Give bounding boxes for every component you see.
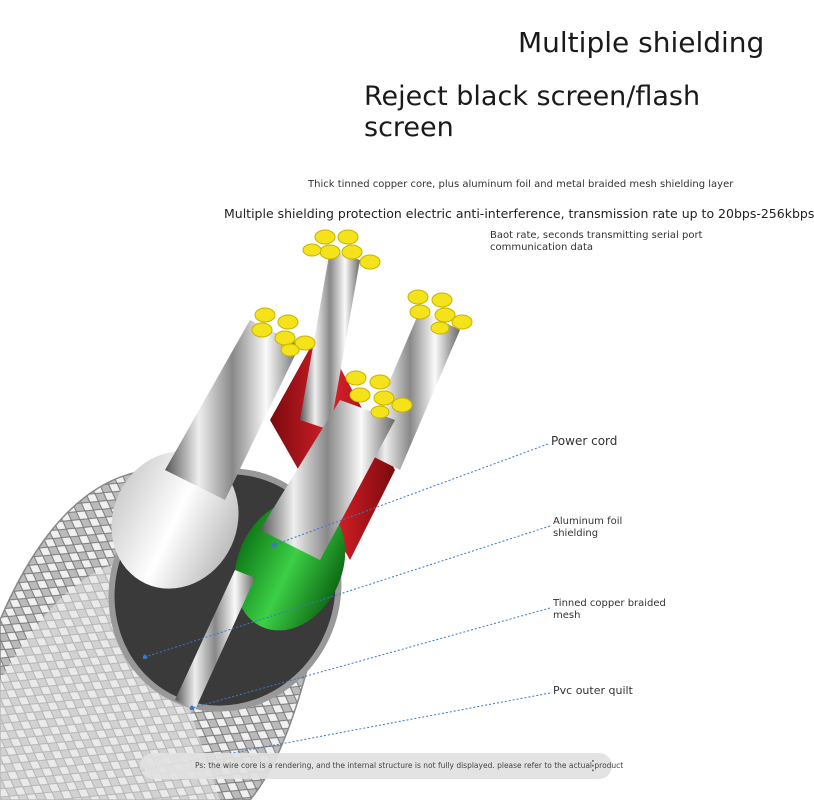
green-core (234, 400, 395, 631)
callout-aluminum-foil: Aluminum foil shielding (553, 516, 623, 539)
callout-braided-mesh: Tinned copper braided mesh (553, 598, 666, 621)
white-core (111, 320, 300, 589)
footnote-bar (140, 753, 612, 779)
callout-pvc-outer: Pvc outer quilt (553, 684, 633, 697)
conductor-tips (251, 229, 473, 419)
footnote-text: Ps: the wire core is a rendering, and th… (195, 761, 624, 770)
page-title-line-1: Multiple shielding (518, 26, 765, 59)
more-vertical-icon[interactable]: ⋮ (586, 758, 600, 774)
protection-description: Multiple shielding protection electric a… (224, 206, 814, 221)
page-title-line-2: Reject black screen/flash screen (364, 81, 701, 143)
small-conductor (175, 570, 255, 710)
core-description: Thick tinned copper core, plus aluminum … (308, 179, 734, 190)
baud-description: Baot rate, seconds transmitting serial p… (490, 230, 703, 253)
callout-power-cord: Power cord (551, 434, 618, 448)
